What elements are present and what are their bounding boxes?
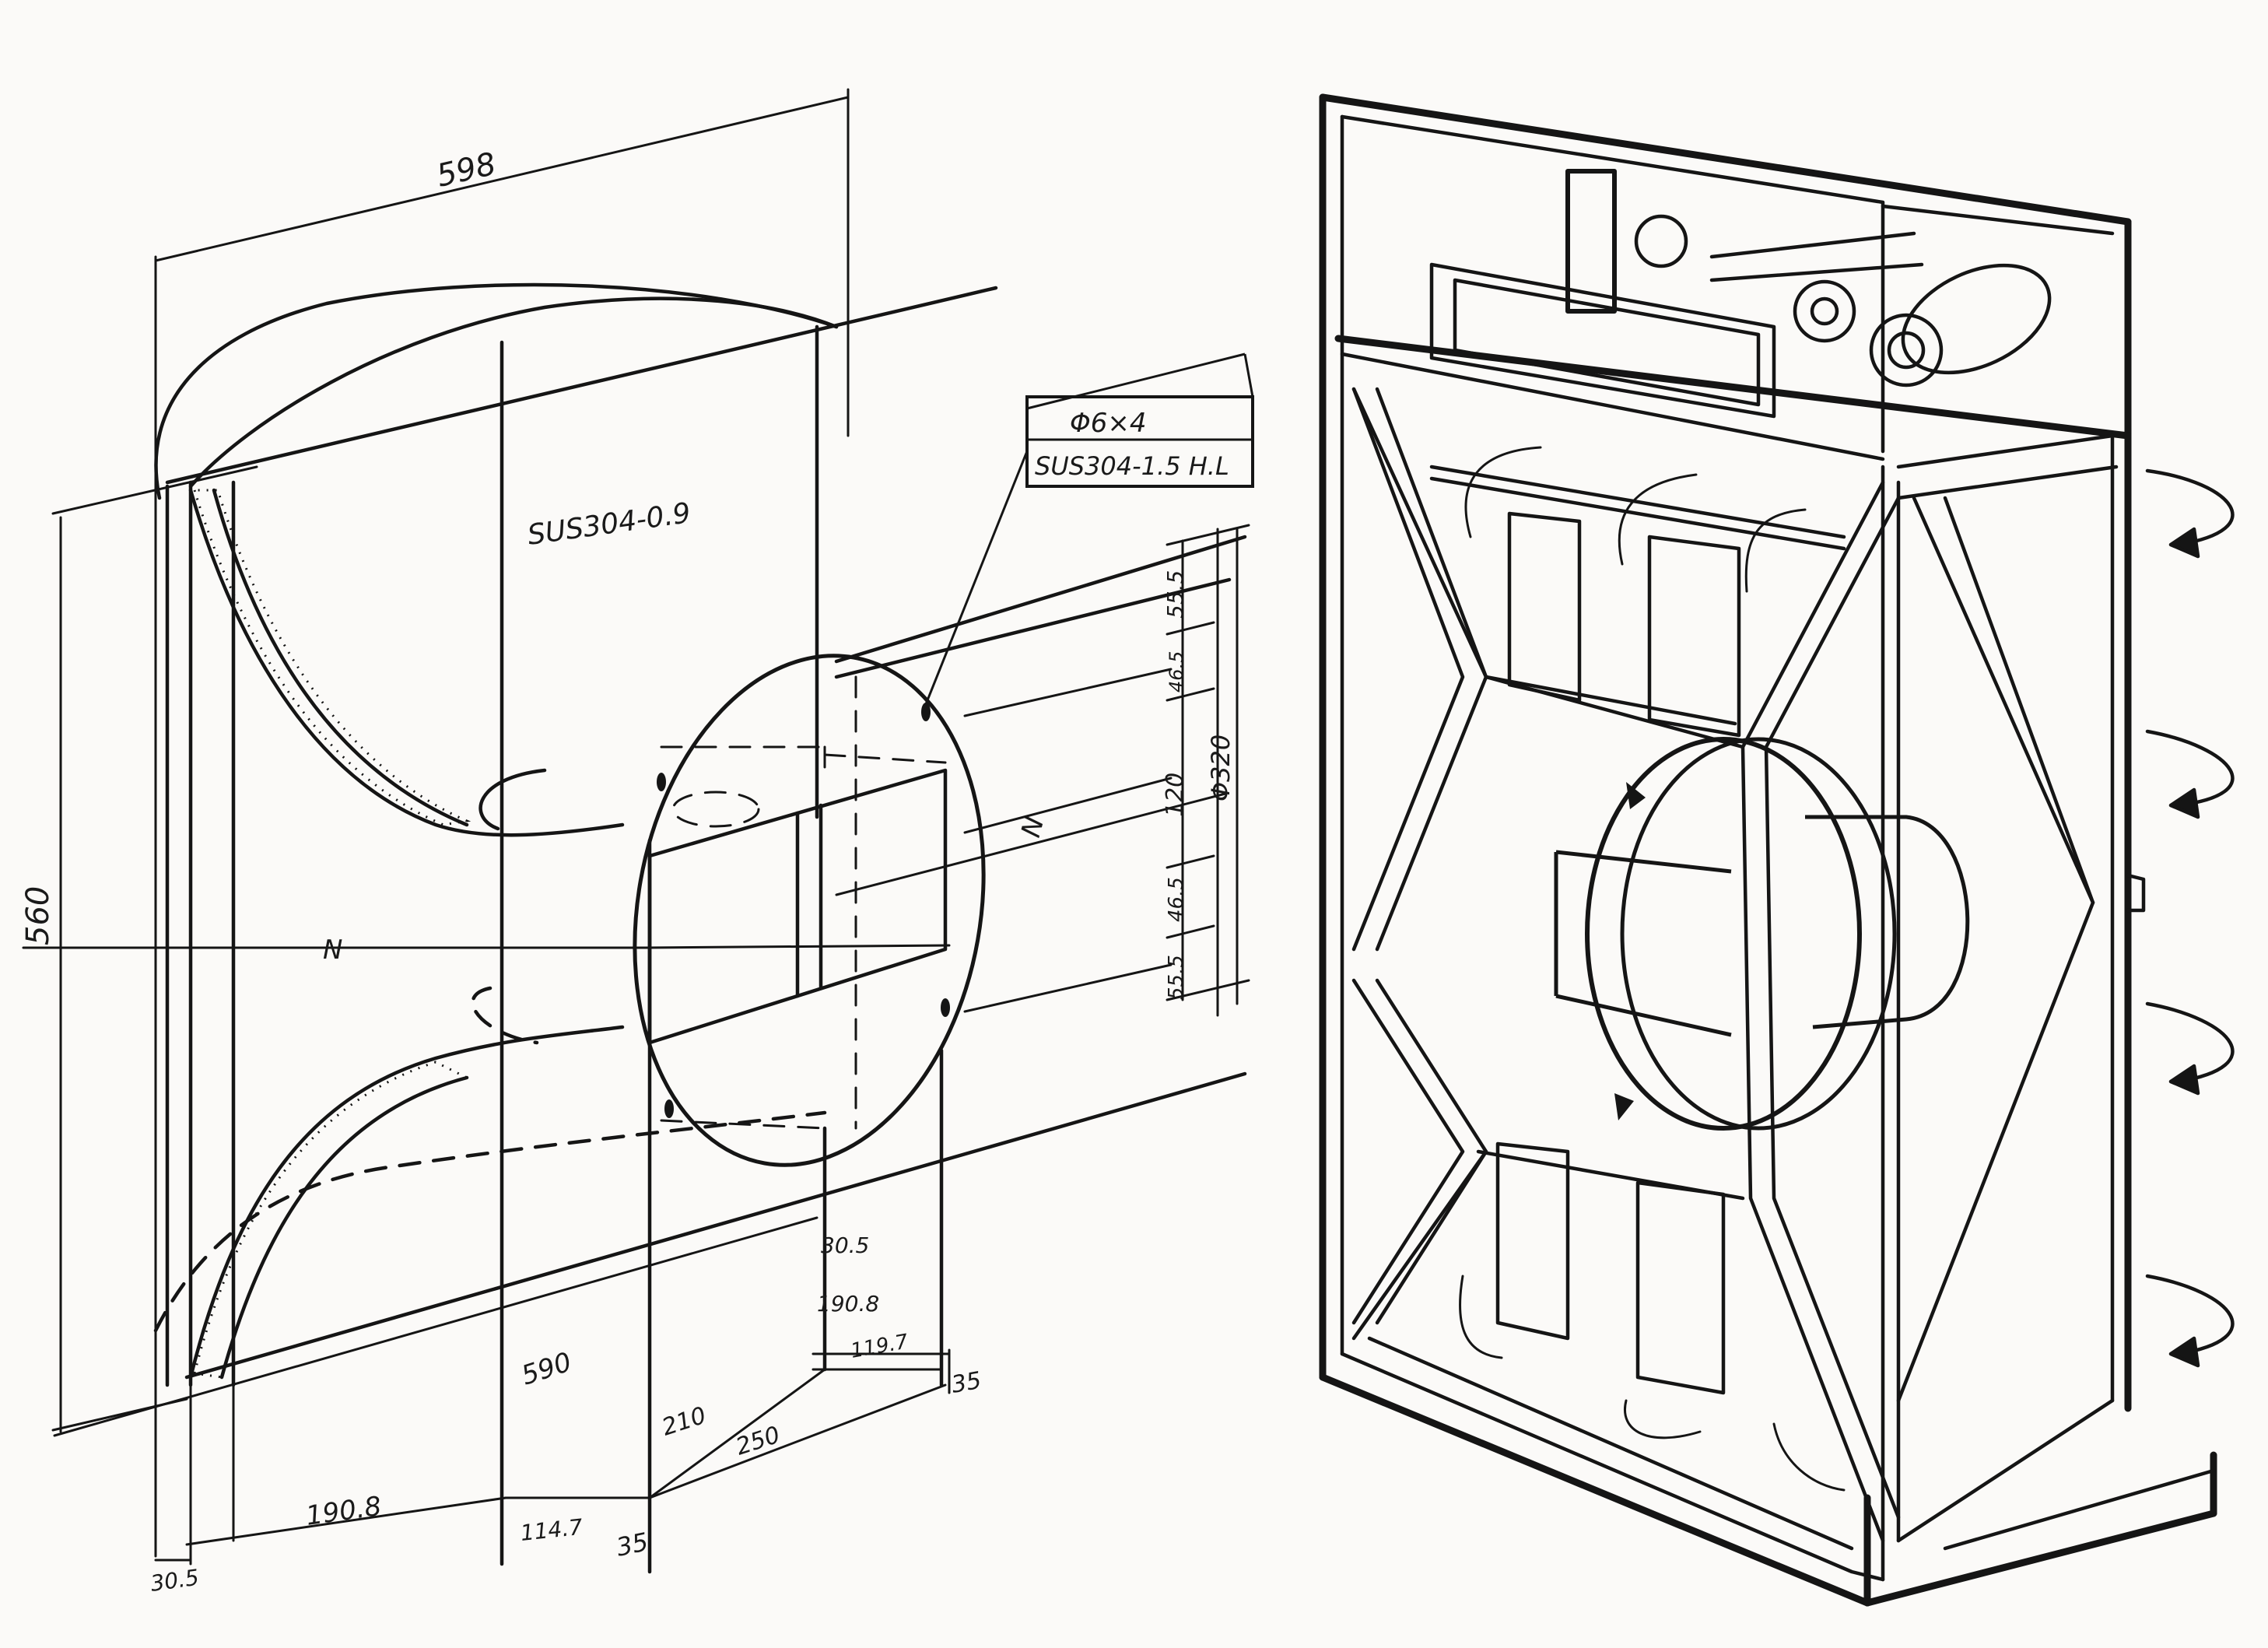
- woofer: [1554, 737, 1970, 1131]
- right-dimension-labels: 55.5 46.5 120 46.5 55.5 Φ320: [1162, 570, 1236, 1000]
- dim-diameter-320: Φ320: [1206, 735, 1236, 801]
- top-driver-assembly: [1429, 169, 2052, 419]
- dim-46-5-top: 46.5: [1166, 651, 1187, 693]
- n-axis: [22, 792, 1227, 949]
- rotation-arrowhead-2: [2168, 787, 2200, 819]
- dim-560: 560: [20, 886, 56, 945]
- dim-190-8-mid: 190.8: [817, 1291, 879, 1317]
- dim-55-5-top: 55.5: [1162, 570, 1188, 619]
- horn-top-curve: [154, 282, 839, 837]
- rotation-arrow-2: [2145, 729, 2235, 808]
- horn-frame-lines: [165, 286, 1247, 1574]
- dim-30-5-mid: 30.5: [821, 1232, 869, 1258]
- rotation-arrowhead-3: [2168, 1064, 2200, 1096]
- axis-label-n-left: N: [323, 934, 342, 966]
- driver-box: [647, 768, 948, 1045]
- mid-panels: [1495, 511, 1741, 1395]
- horn-dimension-drawing: 598 560: [20, 88, 1254, 1597]
- callout-box: [924, 352, 1254, 705]
- rotation-arrow-4: [2145, 1274, 2235, 1356]
- driver-hidden-lines: [660, 675, 947, 1130]
- airflow-arrows: [1459, 446, 1846, 1492]
- cabinet-inner-lines: [1340, 114, 2216, 1582]
- dim-35-bottom: 35: [614, 1527, 651, 1562]
- rotation-arrow-3: [2145, 1001, 2235, 1084]
- material-label: SUS304-0.9: [526, 497, 693, 552]
- dim-114-7-bottom: 114.7: [519, 1514, 584, 1546]
- dim-55-5-bottom: 55.5: [1165, 955, 1188, 1000]
- speaker-cabinet-drawing: [1319, 93, 2235, 1607]
- rotation-arrowhead-1: [2168, 527, 2200, 559]
- dim-119-7-mid: 119.7: [849, 1330, 910, 1363]
- cabinet-outer-frame: [1319, 93, 2217, 1607]
- cabinet-left-bracing: [1351, 387, 2119, 1543]
- right-dimension-stack: [963, 524, 1250, 1017]
- dim-46-5-bottom: 46.5: [1165, 877, 1188, 922]
- callout-line2: SUS304-1.5 H.L: [1035, 451, 1229, 481]
- callout-line1: Φ6×4: [1070, 408, 1147, 439]
- dim-590: 590: [517, 1346, 575, 1391]
- rotation-arrow-1: [2145, 468, 2235, 547]
- mid-dimension-lines: [812, 1348, 951, 1394]
- dim-190-8-bottom: 190.8: [304, 1491, 384, 1532]
- dim-598: 598: [433, 146, 500, 195]
- dim-30-5-bottom: 30.5: [149, 1565, 200, 1597]
- side-tab: [2126, 873, 2146, 913]
- dim-210: 210: [659, 1402, 710, 1442]
- dim-120: 120: [1162, 773, 1189, 817]
- circular-flange: [633, 654, 986, 1167]
- rotation-arrowhead-4: [2168, 1336, 2200, 1368]
- horn-bottom-curve: [153, 768, 827, 1380]
- horn-top-stipple: [192, 489, 471, 826]
- rotation-arrows: [2145, 468, 2235, 1368]
- dim-35-mid: 35: [949, 1367, 983, 1399]
- bottom-dimension-lines: [53, 1216, 947, 1566]
- dim-250: 250: [733, 1422, 783, 1461]
